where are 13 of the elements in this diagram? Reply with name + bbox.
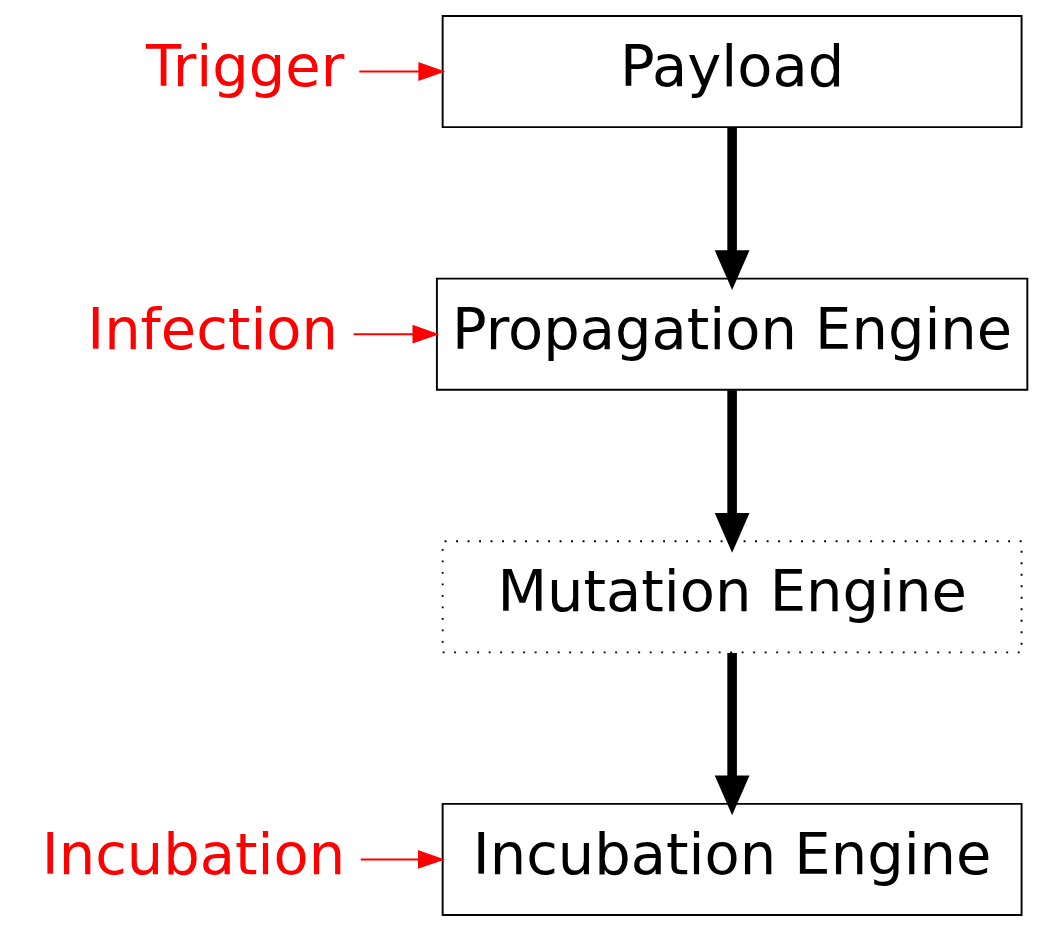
arrow (359, 850, 445, 869)
arrow (352, 324, 440, 344)
node-box: Incubation Engine (441, 802, 1023, 916)
arrow (714, 653, 750, 816)
node-text: Infection (87, 295, 339, 363)
node-text: Incubation (41, 820, 346, 888)
arrow (714, 127, 750, 291)
node-text: Trigger (146, 32, 345, 100)
node-box: Propagation Engine (435, 277, 1029, 391)
node-box: Mutation Engine (441, 540, 1023, 654)
node-box: Payload (441, 15, 1023, 129)
arrow (358, 62, 446, 81)
arrow (714, 390, 750, 553)
